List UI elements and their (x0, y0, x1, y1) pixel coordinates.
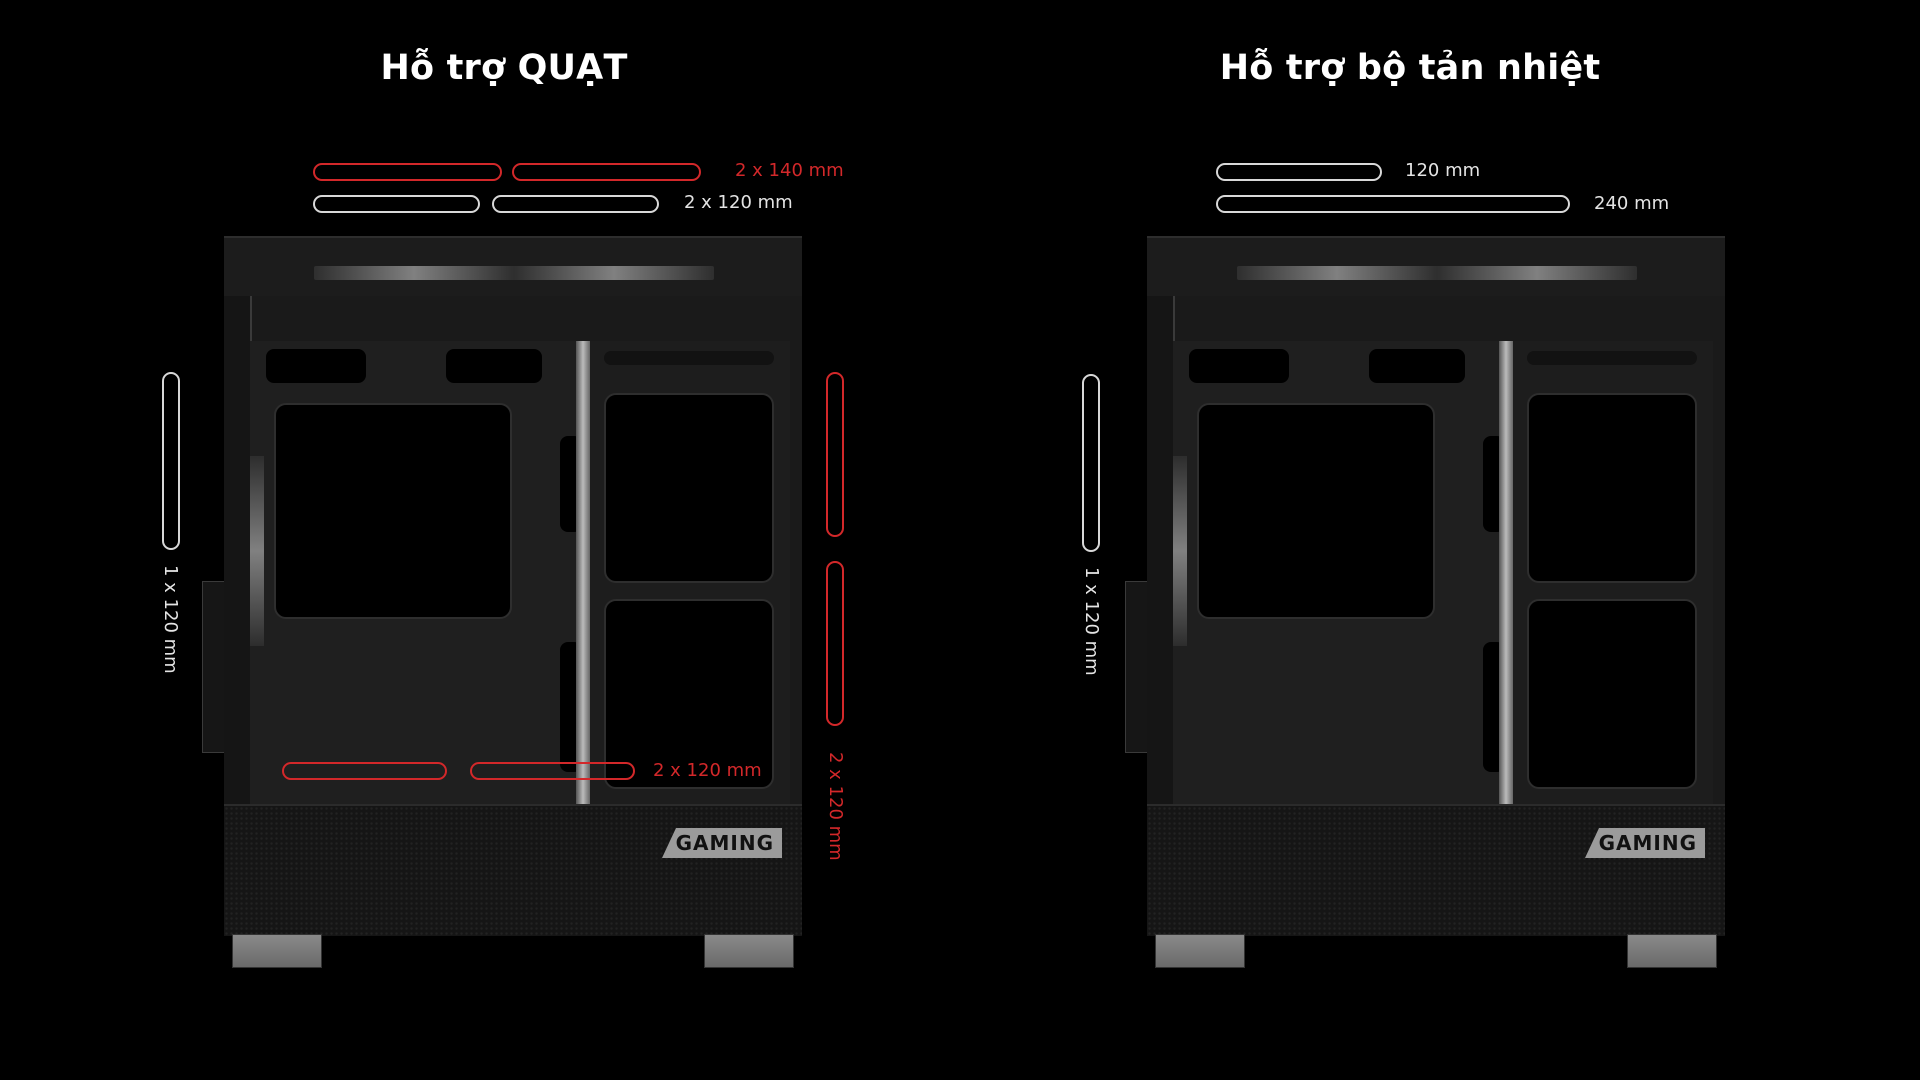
case-top-panel (224, 236, 802, 298)
rear-rail (1147, 296, 1175, 866)
motherboard-tray (1173, 341, 1513, 861)
top-140mm-fan-slot-1 (313, 163, 502, 181)
cable-cutout (1369, 349, 1465, 383)
motherboard-tray (250, 341, 590, 861)
case-body (224, 296, 802, 866)
cpu-cutout (1197, 403, 1435, 619)
psu-shroud-mesh: GAMING (224, 804, 802, 936)
top-fan-icon (314, 266, 714, 280)
rear-fan-icon (1173, 456, 1187, 646)
panel-title-fan-support: Hỗ trợ QUẠT (380, 48, 628, 88)
case-foot-right (704, 934, 794, 968)
top-120mm-radiator-label: 120 mm (1405, 160, 1481, 181)
top-120mm-radiator-slot (1216, 163, 1382, 181)
front-120mm-fan-slot-1 (826, 372, 844, 537)
top-120mm-fan-slot-1 (313, 195, 480, 213)
front-120mm-fan-slot-2 (826, 561, 844, 726)
pci-bracket (1125, 581, 1149, 753)
psu-shroud-mesh: GAMING (1147, 804, 1725, 936)
rear-120mm-radiator-label: 1 x 120 mm (1081, 567, 1102, 676)
top-140mm-fan-slot-2 (512, 163, 701, 181)
top-140mm-label: 2 x 140 mm (735, 160, 844, 181)
top-120mm-label: 2 x 120 mm (684, 192, 793, 213)
panel-title-radiator-support: Hỗ trợ bộ tản nhiệt (1219, 48, 1601, 88)
top-120mm-fan-slot-2 (492, 195, 659, 213)
pc-case-fan-view: GAMING (202, 236, 802, 970)
rear-120mm-fan-slot (162, 372, 180, 550)
front-fan-mount-2 (604, 599, 774, 789)
rear-rail (224, 296, 252, 866)
top-fan-icon (1237, 266, 1637, 280)
top-240mm-radiator-label: 240 mm (1594, 193, 1670, 214)
rear-fan-icon (250, 456, 264, 646)
cable-cutout (1189, 349, 1289, 383)
case-top-panel (1147, 236, 1725, 298)
rear-120mm-radiator-slot (1082, 374, 1100, 552)
front-fan-mount-1 (1527, 393, 1697, 583)
top-240mm-radiator-slot (1216, 195, 1570, 213)
shroud-divider (576, 341, 590, 861)
gaming-badge: GAMING (662, 828, 782, 858)
front-fan-mount-2 (1527, 599, 1697, 789)
front-120mm-label: 2 x 120 mm (825, 752, 846, 861)
shroud-divider (1499, 341, 1513, 861)
bottom-120mm-fan-slot-2 (470, 762, 635, 780)
cable-cutout (266, 349, 366, 383)
case-foot-left (1155, 934, 1245, 968)
cable-cutout (446, 349, 542, 383)
pc-case-radiator-view: GAMING (1125, 236, 1725, 970)
pci-bracket (202, 581, 226, 753)
bottom-120mm-fan-slot-1 (282, 762, 447, 780)
front-fan-bay (590, 341, 790, 861)
case-foot-right (1627, 934, 1717, 968)
gaming-badge: GAMING (1585, 828, 1705, 858)
case-body (1147, 296, 1725, 866)
rear-120mm-label: 1 x 120 mm (160, 565, 181, 674)
drive-slot (604, 351, 774, 365)
bottom-120mm-label: 2 x 120 mm (653, 760, 762, 781)
drive-slot (1527, 351, 1697, 365)
front-fan-bay (1513, 341, 1713, 861)
case-foot-left (232, 934, 322, 968)
cpu-cutout (274, 403, 512, 619)
front-fan-mount-1 (604, 393, 774, 583)
